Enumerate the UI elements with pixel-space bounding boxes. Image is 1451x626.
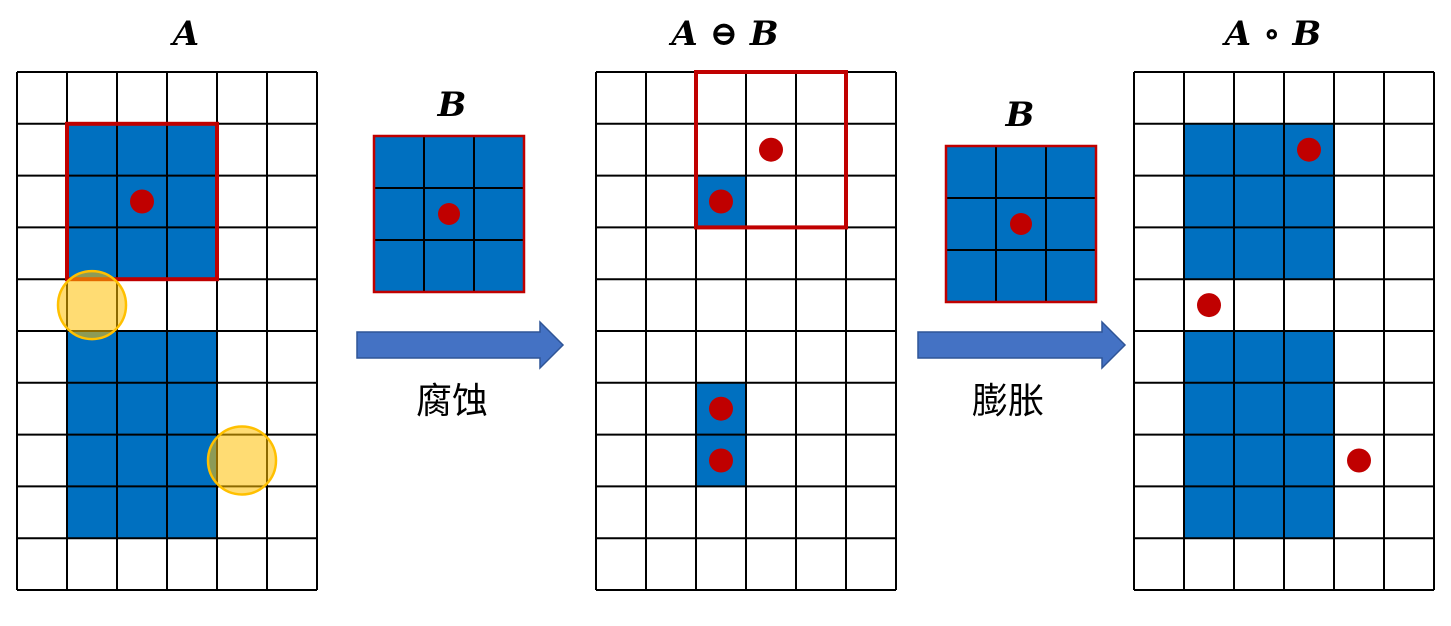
filled-cell (1046, 146, 1096, 198)
filled-cell (1234, 382, 1284, 435)
filled-cell (1284, 175, 1334, 228)
filled-cell (67, 382, 117, 435)
filled-cell (1284, 434, 1334, 487)
erosion-label: 腐蚀 (415, 381, 489, 422)
dilation-arrow (917, 320, 1127, 370)
filled-cell (946, 198, 996, 250)
dilation-label: 膨胀 (971, 381, 1045, 422)
anchor-dot (1010, 213, 1032, 235)
filled-cell (67, 123, 117, 176)
filled-cell (424, 240, 474, 292)
anchor-dot (709, 448, 733, 473)
filled-cell (67, 434, 117, 487)
filled-cell (374, 240, 424, 292)
arrow-shape (917, 320, 1127, 370)
filled-cell (1284, 227, 1334, 280)
filled-cell (374, 188, 424, 240)
filled-cell (996, 250, 1046, 302)
filled-cell (1184, 175, 1234, 228)
filled-cell (1184, 227, 1234, 280)
filled-cell (1234, 434, 1284, 487)
filled-cell (1046, 250, 1096, 302)
structuring-frame (694, 70, 848, 230)
filled-cell (167, 486, 217, 539)
kernel-b-dilation (944, 144, 1098, 304)
anchor-dot (1197, 293, 1221, 318)
filled-cell (1234, 331, 1284, 383)
filled-cell (1184, 331, 1234, 383)
kernel-border (372, 134, 526, 294)
filled-cell (117, 486, 167, 539)
grid-eroded (595, 70, 897, 591)
filled-cell (1184, 123, 1234, 176)
filled-cell (1184, 382, 1234, 435)
filled-cell (167, 123, 217, 176)
filled-cell (474, 188, 524, 240)
filled-cell (117, 382, 167, 435)
filled-cell (946, 146, 996, 198)
highlight-circle (206, 425, 278, 496)
filled-cell (167, 382, 217, 435)
filled-cell (117, 434, 167, 487)
filled-cell (1284, 486, 1334, 539)
kernel-b-erosion (372, 134, 526, 294)
filled-cell (167, 227, 217, 280)
filled-cell (474, 240, 524, 292)
filled-cell (424, 136, 474, 188)
filled-cell (946, 250, 996, 302)
anchor-dot (709, 396, 733, 421)
title-kernel-dilation: B (1005, 95, 1035, 135)
filled-cell (167, 331, 217, 383)
highlight-circle (56, 269, 128, 341)
grid-opened (1133, 71, 1435, 591)
filled-cell (1234, 123, 1284, 176)
filled-cell (67, 175, 117, 228)
filled-cell (1284, 382, 1334, 435)
title-eroded: A ⊖ B (671, 14, 779, 54)
arrow-shape (356, 320, 565, 370)
filled-cell (474, 136, 524, 188)
filled-cell (374, 136, 424, 188)
filled-cell (117, 123, 167, 176)
filled-cell (1234, 227, 1284, 280)
filled-cell (1046, 198, 1096, 250)
anchor-dot (709, 189, 733, 214)
grid-a (16, 71, 318, 591)
erosion-arrow (356, 320, 565, 370)
anchor-dot (1347, 448, 1371, 473)
filled-cell (996, 146, 1046, 198)
filled-cell (117, 227, 167, 280)
filled-cell (1234, 486, 1284, 539)
title-a: A (172, 14, 200, 54)
filled-cell (1234, 175, 1284, 228)
anchor-dot (1297, 137, 1321, 162)
filled-cell (117, 331, 167, 383)
filled-cell (67, 486, 117, 539)
anchor-dot (759, 137, 783, 162)
anchor-dot (438, 203, 460, 225)
structuring-frame (65, 121, 219, 282)
filled-cell (167, 175, 217, 228)
kernel-border (944, 144, 1098, 304)
filled-cell (1184, 434, 1234, 487)
filled-cell (1284, 331, 1334, 383)
title-kernel-erosion: B (437, 85, 467, 125)
filled-cell (1184, 486, 1234, 539)
title-opened: A ∘ B (1224, 14, 1322, 54)
anchor-dot (130, 189, 154, 214)
